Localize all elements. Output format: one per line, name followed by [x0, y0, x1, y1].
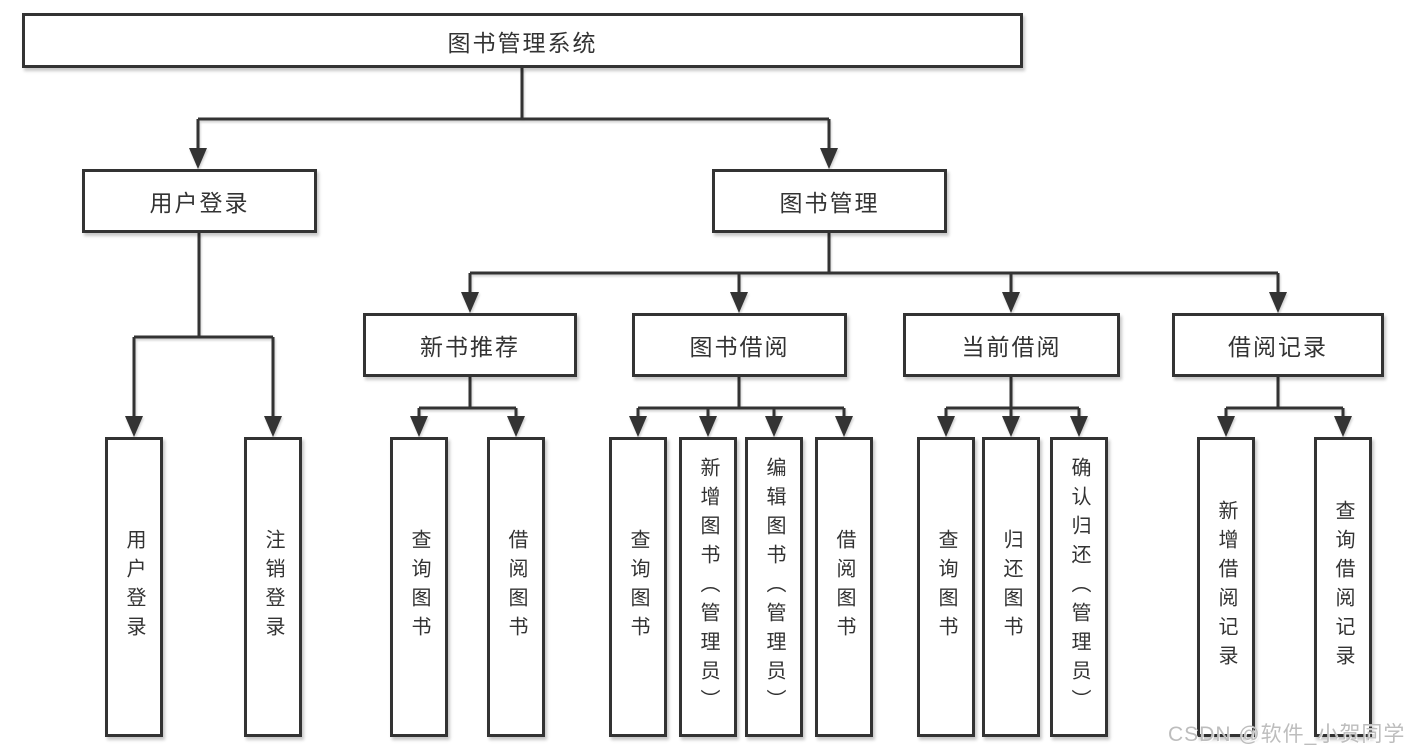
node-user-login: 用户登录: [82, 169, 317, 233]
leaf-query-books-recommend: 查询图书: [390, 437, 448, 737]
node-current-borrowing-label: 当前借阅: [961, 334, 1062, 360]
leaf-edit-books-admin: 编辑图书（管理员）: [745, 437, 803, 737]
node-borrowing-records: 借阅记录: [1172, 313, 1384, 377]
arrow-down-icon: [264, 416, 282, 437]
arrow-down-icon: [835, 416, 853, 437]
leaf-confirm-return-admin-label: 确认归还（管理员）: [1068, 456, 1090, 718]
leaf-add-borrow-record-label: 新增借阅记录: [1215, 500, 1237, 674]
leaf-user-login: 用户登录: [105, 437, 163, 737]
arrow-down-icon: [507, 416, 525, 437]
leaf-borrow-books-label: 借阅图书: [833, 529, 855, 645]
leaf-query-books-borrowing-label: 查询图书: [627, 529, 649, 645]
arrow-down-icon: [1002, 292, 1020, 313]
arrow-down-icon: [765, 416, 783, 437]
node-root-label: 图书管理系统: [447, 29, 598, 56]
node-current-borrowing: 当前借阅: [903, 313, 1120, 377]
arrow-down-icon: [125, 416, 143, 437]
node-book-borrowing: 图书借阅: [632, 313, 847, 377]
leaf-borrow-books-recommend-label: 借阅图书: [505, 529, 527, 645]
arrow-down-icon: [629, 416, 647, 437]
leaf-query-borrow-record: 查询借阅记录: [1314, 437, 1372, 737]
arrow-down-icon: [461, 292, 479, 313]
arrow-down-icon: [1217, 416, 1235, 437]
arrow-down-icon: [410, 416, 428, 437]
node-new-book-recommendation: 新书推荐: [363, 313, 577, 377]
arrow-down-icon: [730, 292, 748, 313]
arrow-down-icon: [820, 148, 838, 169]
node-user-login-label: 用户登录: [149, 190, 250, 216]
arrow-down-icon: [1269, 292, 1287, 313]
leaf-confirm-return-admin: 确认归还（管理员）: [1050, 437, 1108, 737]
leaf-add-books-admin-label: 新增图书（管理员）: [697, 456, 719, 718]
leaf-add-books-admin: 新增图书（管理员）: [679, 437, 737, 737]
arrow-down-icon: [699, 416, 717, 437]
leaf-query-books-current: 查询图书: [917, 437, 975, 737]
leaf-query-books-recommend-label: 查询图书: [408, 529, 430, 645]
leaf-return-books: 归还图书: [982, 437, 1040, 737]
arrow-down-icon: [1070, 416, 1088, 437]
leaf-logout-label: 注销登录: [262, 529, 284, 645]
arrow-down-icon: [1334, 416, 1352, 437]
leaf-return-books-label: 归还图书: [1000, 529, 1022, 645]
watermark: CSDN @软件_小贺同学: [1168, 723, 1405, 746]
leaf-query-borrow-record-label: 查询借阅记录: [1332, 500, 1354, 674]
leaf-borrow-books-recommend: 借阅图书: [487, 437, 545, 737]
arrowhead-icons: [125, 148, 1352, 437]
node-book-management: 图书管理: [712, 169, 947, 233]
leaf-query-books-current-label: 查询图书: [935, 529, 957, 645]
leaf-logout: 注销登录: [244, 437, 302, 737]
leaf-query-books-borrowing: 查询图书: [609, 437, 667, 737]
leaf-borrow-books: 借阅图书: [815, 437, 873, 737]
node-new-book-recommendation-label: 新书推荐: [420, 334, 520, 360]
leaf-user-login-label: 用户登录: [123, 529, 145, 645]
arrow-down-icon: [1002, 416, 1020, 437]
node-root: 图书管理系统: [22, 13, 1023, 68]
leaf-edit-books-admin-label: 编辑图书（管理员）: [763, 456, 785, 718]
node-borrowing-records-label: 借阅记录: [1228, 334, 1328, 360]
node-book-management-label: 图书管理: [779, 190, 880, 216]
leaf-add-borrow-record: 新增借阅记录: [1197, 437, 1255, 737]
arrow-down-icon: [937, 416, 955, 437]
arrow-down-icon: [189, 148, 207, 169]
node-book-borrowing-label: 图书借阅: [689, 334, 790, 360]
